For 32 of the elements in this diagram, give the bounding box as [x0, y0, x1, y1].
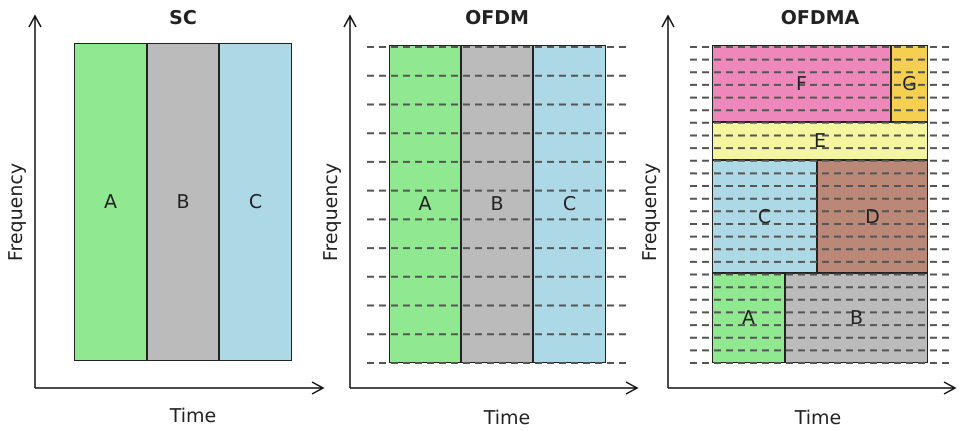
panel-title: OFDM — [465, 7, 529, 29]
channel-block — [461, 45, 533, 363]
axis-label: Time — [170, 405, 216, 427]
channel-block — [891, 45, 928, 122]
axis-label: Frequency — [5, 162, 27, 262]
panel-title: SC — [169, 7, 197, 29]
block-letter: B — [850, 307, 864, 329]
block-letter: G — [902, 72, 917, 94]
channel-block — [712, 273, 785, 363]
axis-label: Frequency — [639, 162, 661, 262]
channel-block — [74, 43, 147, 361]
axis-label: Frequency — [320, 162, 342, 262]
block-letter: A — [104, 191, 117, 213]
channel-block — [533, 45, 606, 363]
block-letter: A — [742, 307, 755, 329]
channel-block — [389, 45, 461, 363]
channel-block — [817, 160, 928, 273]
block-letter: C — [562, 193, 576, 215]
axis-label: Time — [794, 407, 842, 429]
block-letter: C — [248, 191, 262, 213]
channel-block — [712, 122, 928, 160]
block-letter: A — [418, 193, 432, 215]
block-letter: B — [176, 191, 190, 213]
channel-block — [147, 43, 219, 361]
block-letter: E — [814, 130, 826, 152]
block-letter: C — [758, 206, 772, 228]
channel-block — [712, 160, 817, 273]
block-letter: D — [865, 206, 880, 228]
block-letter: B — [490, 193, 504, 215]
axis-label: Time — [484, 407, 530, 429]
panel-title: OFDMA — [780, 7, 860, 29]
channel-block — [219, 43, 292, 361]
